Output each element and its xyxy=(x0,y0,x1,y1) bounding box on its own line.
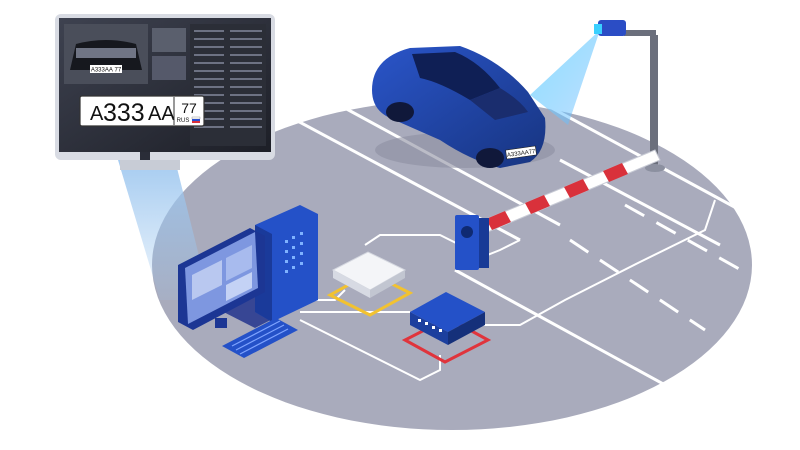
car-icon: А333АА77 xyxy=(372,46,555,168)
barrier-icon xyxy=(455,149,661,270)
plate-letters: АА xyxy=(148,103,175,125)
main-plate: А 333 АА 77 RUS xyxy=(79,95,205,127)
controller-icon xyxy=(326,251,414,317)
camera-icon xyxy=(594,20,665,172)
car-plate-text: А333АА77 xyxy=(507,149,537,159)
workstation-icon xyxy=(178,205,318,358)
thumb-plate-text: А333АА 77 xyxy=(91,68,122,74)
plate-number: 333 xyxy=(103,99,145,127)
plate-country: RUS xyxy=(177,118,190,124)
camera-beam xyxy=(530,30,600,125)
network-switch-icon xyxy=(401,292,492,364)
plate-series: А xyxy=(90,103,104,125)
screen-list xyxy=(190,24,266,146)
plate-region: 77 xyxy=(181,100,197,116)
monitor-icon: А333АА 77 А 333 АА 77 RUS xyxy=(55,14,275,170)
